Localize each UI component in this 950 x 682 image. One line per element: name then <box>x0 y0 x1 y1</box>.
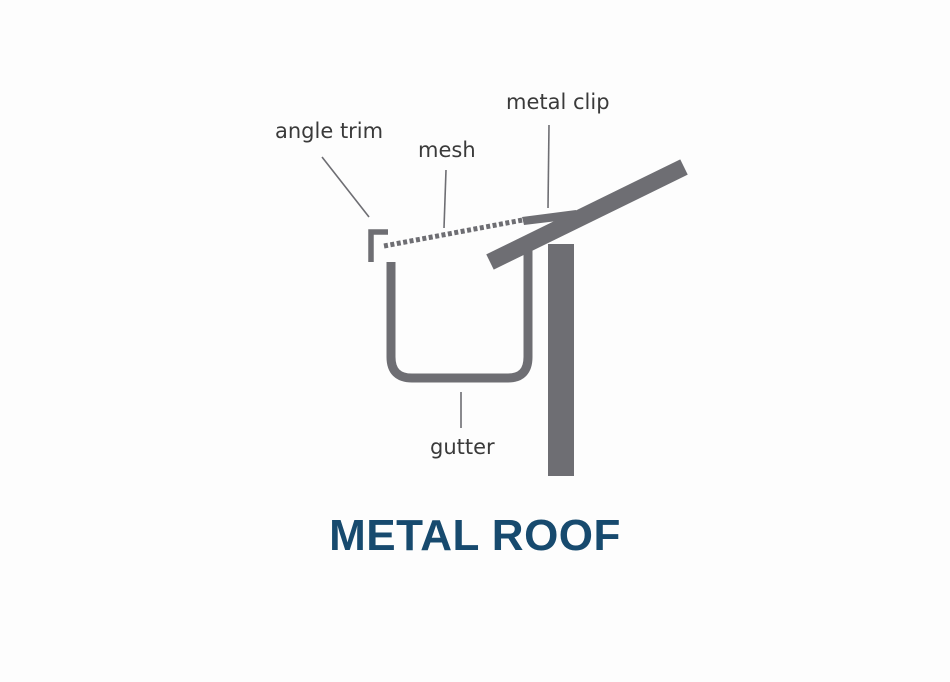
mesh-leader <box>443 169 447 229</box>
mesh-line <box>383 216 529 249</box>
fascia-board <box>548 244 574 476</box>
metal-clip-label: metal clip <box>506 90 610 114</box>
metal-clip <box>522 210 576 225</box>
gutter-shape <box>386 250 533 383</box>
mesh-label: mesh <box>418 138 476 162</box>
diagram-title: METAL ROOF <box>329 511 621 560</box>
metal-roof-sheet <box>486 159 688 270</box>
metal-clip-leader <box>547 124 550 209</box>
angle-trim-leader <box>321 156 370 218</box>
angle-trim <box>368 229 388 262</box>
gutter-label: gutter <box>430 435 495 459</box>
angle-trim-label: angle trim <box>275 119 384 143</box>
